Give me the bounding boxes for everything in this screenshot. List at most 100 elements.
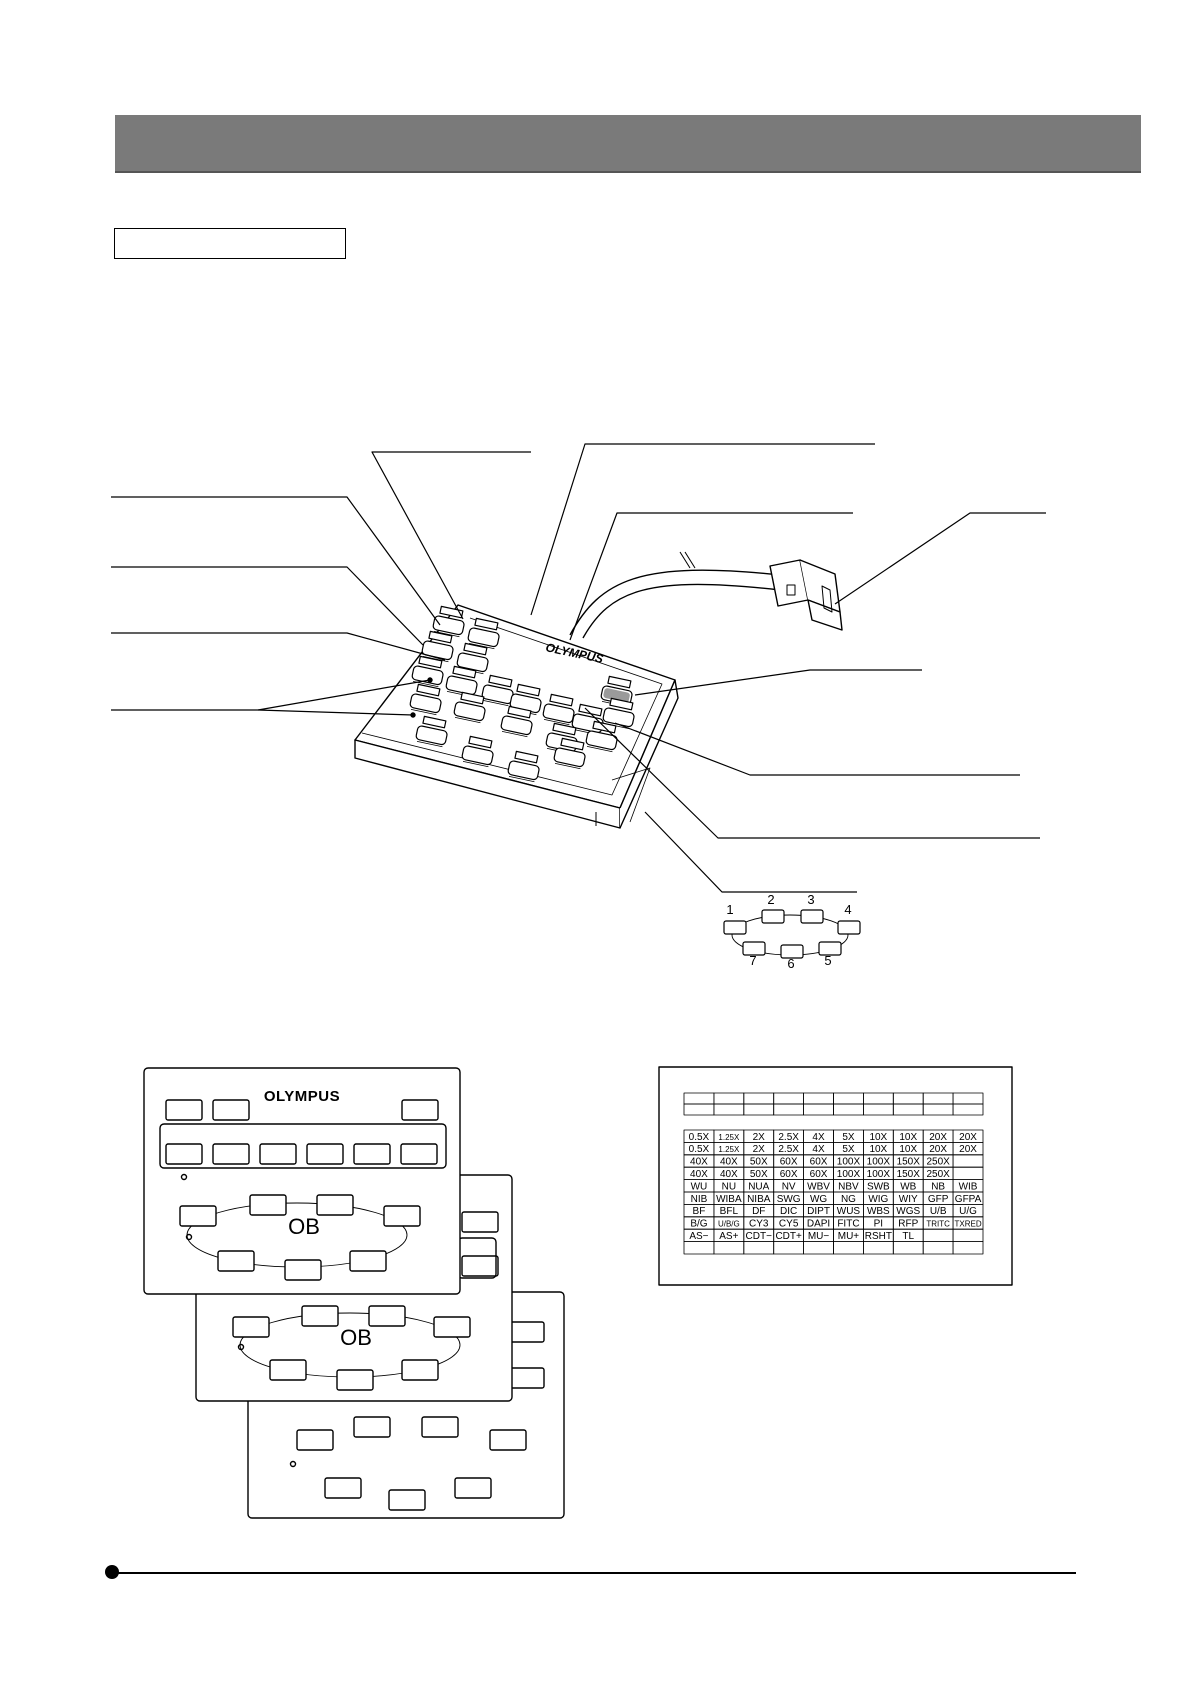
label-table-text: WBV [807, 1181, 830, 1192]
device-key [432, 605, 465, 638]
leader-lines [111, 443, 1046, 893]
device-key [415, 715, 448, 748]
blank-grid-cell [713, 1103, 745, 1116]
ring-position-number: 2 [767, 892, 774, 907]
label-table-text: 1.25X [718, 1145, 740, 1154]
blank-grid-cell [713, 1092, 745, 1105]
label-table-text: AS+ [719, 1231, 738, 1242]
label-table-text: 50X [750, 1157, 768, 1168]
label-table-text: CDT− [746, 1231, 773, 1242]
label-table-text: 60X [810, 1157, 828, 1168]
ring-position-number: 4 [844, 902, 851, 917]
blank-grid-cell [683, 1092, 715, 1105]
device-key [553, 737, 586, 770]
ring-key [800, 909, 824, 924]
label-table-text: NIB [691, 1194, 708, 1205]
label-table-text: AS− [689, 1231, 708, 1242]
chapter-header-bar [115, 115, 1141, 173]
label-table-text: 100X [837, 1157, 861, 1168]
device-key [467, 617, 500, 650]
label-table-text: 0.5X [689, 1132, 710, 1143]
blank-grid-cell [952, 1103, 984, 1116]
label-table-text: 4X [812, 1144, 825, 1155]
label-table-text: 20X [929, 1132, 947, 1143]
label-table-text: BF [693, 1206, 706, 1217]
ring-position-number: 6 [787, 956, 794, 971]
blank-grid-cell [743, 1092, 775, 1105]
ring-key [742, 941, 766, 956]
blank-grid-cell [892, 1103, 924, 1116]
label-table-text: RFP [898, 1219, 918, 1230]
label-table-text: 20X [959, 1144, 977, 1155]
label-table-cell [773, 1241, 805, 1255]
label-table-text: NU [722, 1181, 736, 1192]
blank-grid-cell [803, 1103, 834, 1116]
device-key [461, 735, 494, 768]
label-table-text: 60X [810, 1169, 828, 1180]
label-table-text: GFPA [955, 1194, 982, 1205]
label-table-text: MU+ [838, 1231, 860, 1242]
label-table-text: WGS [896, 1206, 920, 1217]
label-table-text: 5X [842, 1132, 855, 1143]
label-table-text: 60X [780, 1169, 798, 1180]
label-table-text: 10X [899, 1132, 917, 1143]
blank-grid-cell [773, 1103, 805, 1116]
blank-grid-cell [773, 1092, 805, 1105]
section-title-box [114, 228, 346, 259]
ring-position-number: 1 [726, 902, 733, 917]
label-table-text: 40X [720, 1169, 738, 1180]
label-table-text: NG [841, 1194, 856, 1205]
blank-grid-cell [833, 1103, 864, 1116]
ring-key [837, 920, 861, 935]
label-table-text: 10X [869, 1132, 887, 1143]
label-table-text: SWB [867, 1181, 890, 1192]
label-table-cell [683, 1241, 715, 1255]
label-table-text: 0.5X [689, 1144, 710, 1155]
label-table-text: 5X [842, 1144, 855, 1155]
ring-key [761, 909, 785, 924]
label-table-text: 40X [720, 1157, 738, 1168]
device-key [453, 691, 486, 724]
blank-grid-cell [952, 1092, 984, 1105]
ring-position-number: 3 [807, 892, 814, 907]
label-table-cell [713, 1241, 745, 1255]
label-table-text: GFP [928, 1194, 949, 1205]
blank-grid-cell [892, 1092, 924, 1105]
ring-key [818, 941, 842, 956]
label-table-text: TRITC [926, 1220, 950, 1229]
label-table-text: NIBA [747, 1194, 771, 1205]
label-table-text: U/B [930, 1206, 947, 1217]
blank-grid-cell [922, 1103, 954, 1116]
label-table-text: CY5 [779, 1219, 799, 1230]
label-table-text: WIBA [716, 1194, 742, 1205]
label-table-text: PI [874, 1219, 883, 1230]
label-table-text: 4X [812, 1132, 825, 1143]
label-table-cell [922, 1241, 954, 1255]
label-table-text: CY3 [749, 1219, 769, 1230]
label-table-text: WUS [837, 1206, 861, 1217]
device-key [409, 683, 442, 716]
label-table-text: DIC [780, 1206, 797, 1217]
label-table-text: NBV [838, 1181, 859, 1192]
label-table-text: RSHT [865, 1231, 892, 1242]
label-table-text: TXRED [954, 1220, 981, 1229]
sheet1-olympus-logo: OLYMPUS [264, 1088, 340, 1105]
label-table-text: 1.25X [718, 1133, 740, 1142]
label-table-text: WIG [868, 1194, 888, 1205]
label-table-cell [922, 1228, 954, 1242]
label-table-cell [833, 1241, 864, 1255]
label-table-text: 10X [899, 1144, 917, 1155]
label-table-text: 10X [869, 1144, 887, 1155]
label-table-text: DAPI [807, 1219, 830, 1230]
label-table-text: 2X [753, 1132, 766, 1143]
label-table-text: 40X [690, 1157, 708, 1168]
blank-grid-cell [833, 1092, 864, 1105]
device-key [500, 705, 533, 738]
ring-position-number: 5 [824, 953, 831, 968]
label-table-cell [803, 1241, 834, 1255]
label-table-text: U/B/G [718, 1220, 740, 1229]
label-table-text: NV [782, 1181, 796, 1192]
